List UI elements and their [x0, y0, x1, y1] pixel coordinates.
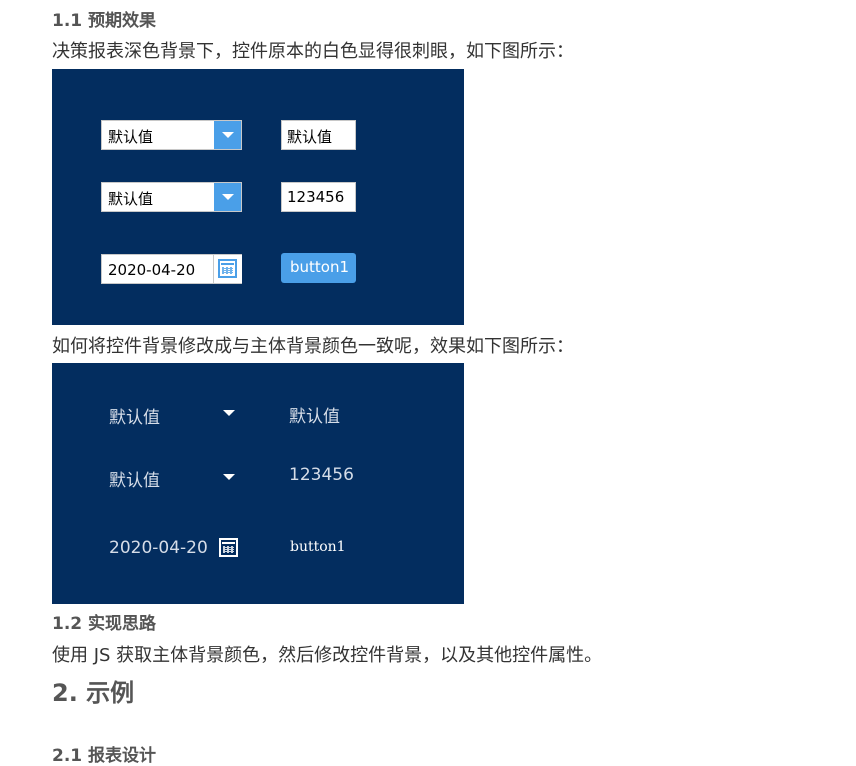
dropdown-combo-1-value[interactable]: 默认值 — [109, 408, 160, 428]
button1-label: button1 — [290, 258, 350, 276]
date-value: 2020-04-20 — [108, 261, 196, 279]
dropdown-combo-2-value[interactable]: 默认值 — [109, 471, 160, 491]
screenshot-before: 默认值 默认值 默认值 123456 2020-04-20 button1 — [52, 69, 464, 325]
date-picker-button[interactable] — [213, 255, 242, 283]
chevron-down-icon — [222, 194, 234, 200]
date-picker[interactable]: 2020-04-20 — [101, 254, 242, 284]
dropdown-combo-2[interactable]: 默认值 — [101, 182, 242, 212]
calendar-icon[interactable] — [219, 538, 238, 557]
dropdown-button[interactable] — [214, 121, 241, 149]
paragraph-approach: 使用 JS 获取主体背景颜色，然后修改控件背景，以及其他控件属性。 — [52, 645, 603, 666]
text-input-value: 默认值 — [287, 128, 333, 146]
dropdown-combo-1[interactable]: 默认值 — [101, 120, 242, 150]
text-input-1-value[interactable]: 默认值 — [289, 407, 340, 427]
number-input-value: 123456 — [287, 188, 345, 206]
heading-2: 2. 示例 — [52, 679, 135, 707]
date-picker-value[interactable]: 2020-04-20 — [109, 538, 208, 558]
chevron-down-icon[interactable] — [223, 474, 235, 480]
chevron-down-icon[interactable] — [223, 410, 235, 416]
screenshot-after: 默认值 默认值 默认值 123456 2020-04-20 button1 — [52, 363, 464, 604]
number-input-value[interactable]: 123456 — [289, 465, 354, 485]
heading-2-1: 2.1 报表设计 — [52, 746, 157, 766]
dropdown-value: 默认值 — [108, 128, 154, 146]
button1[interactable]: button1 — [281, 253, 356, 283]
button1[interactable]: button1 — [290, 539, 346, 555]
calendar-icon — [218, 259, 237, 278]
chevron-down-icon — [222, 132, 234, 138]
dropdown-value: 默认值 — [108, 190, 154, 208]
paragraph-question: 如何将控件背景修改成与主体背景颜色一致呢，效果如下图所示： — [52, 336, 574, 357]
text-input-1[interactable]: 默认值 — [281, 120, 356, 150]
dropdown-button[interactable] — [214, 183, 241, 211]
heading-1-2: 1.2 实现思路 — [52, 614, 157, 634]
paragraph-expected-effect: 决策报表深色背景下，控件原本的白色显得很刺眼，如下图所示： — [52, 41, 574, 62]
heading-1-1: 1.1 预期效果 — [52, 11, 157, 31]
number-input[interactable]: 123456 — [281, 182, 356, 212]
